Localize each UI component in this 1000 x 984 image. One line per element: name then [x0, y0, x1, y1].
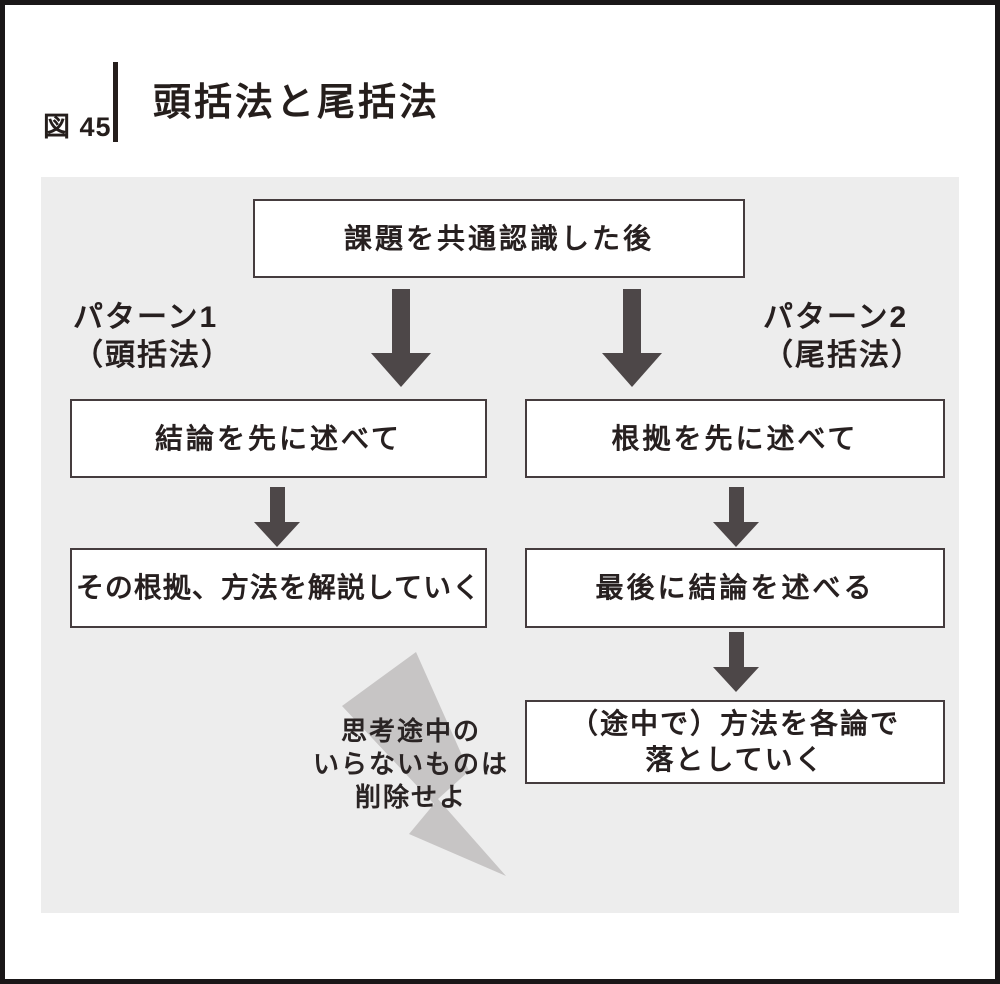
pattern2-title: パターン2: [763, 301, 909, 334]
node-pattern1-step1: 結論を先に述べて: [70, 399, 487, 478]
arrow-shaft: [728, 487, 744, 522]
note-line1: 思考途中の: [340, 716, 481, 746]
node-pattern2-step3-line2: 落としていく: [645, 744, 825, 775]
pattern1-subtitle: （頭括法）: [73, 339, 233, 372]
node-pattern2-step2: 最後に結論を述べる: [525, 548, 945, 628]
note-line2: いらないものは: [312, 749, 509, 779]
pattern2-subtitle: （尾括法）: [763, 339, 923, 372]
node-pattern1-step2: その根拠、方法を解説していく: [70, 548, 487, 628]
arrow-shaft: [269, 487, 285, 522]
down-arrow-pattern1-step1-to-step2: [254, 487, 300, 547]
arrow-head: [602, 353, 662, 387]
figure-title: 頭括法と尾括法: [153, 82, 441, 124]
note-delete-unneeded: 思考途中の いらないものは 削除せよ: [281, 715, 541, 814]
down-arrow-start-to-pattern1: [371, 289, 431, 387]
node-start: 課題を共通認識した後: [253, 199, 745, 278]
arrow-head: [371, 353, 431, 387]
pattern1-title: パターン1: [73, 301, 219, 334]
node-pattern2-step3-line1: （途中で）方法を各論で: [569, 708, 900, 739]
arrow-shaft: [392, 289, 410, 353]
arrow-shaft: [623, 289, 641, 353]
header-divider: [113, 62, 118, 142]
note-line3: 削除せよ: [354, 782, 467, 812]
down-arrow-start-to-pattern2: [602, 289, 662, 387]
lightning-bolt-icon: [342, 652, 506, 876]
node-pattern2-step3: （途中で）方法を各論で 落としていく: [525, 700, 945, 784]
arrow-head: [713, 522, 759, 547]
arrow-shaft: [728, 632, 744, 667]
pattern2-label: パターン2 （尾括法）: [763, 299, 923, 375]
diagram-panel: 課題を共通認識した後 パターン1 （頭括法） パターン2 （尾括法） 結論を先に…: [41, 177, 959, 913]
arrow-head: [713, 667, 759, 692]
pattern1-label: パターン1 （頭括法）: [73, 299, 233, 375]
figure-number: 図 45: [43, 112, 112, 142]
node-pattern2-step1: 根拠を先に述べて: [525, 399, 945, 478]
down-arrow-pattern2-step1-to-step2: [713, 487, 759, 547]
arrow-head: [254, 522, 300, 547]
down-arrow-pattern2-step2-to-step3: [713, 632, 759, 692]
